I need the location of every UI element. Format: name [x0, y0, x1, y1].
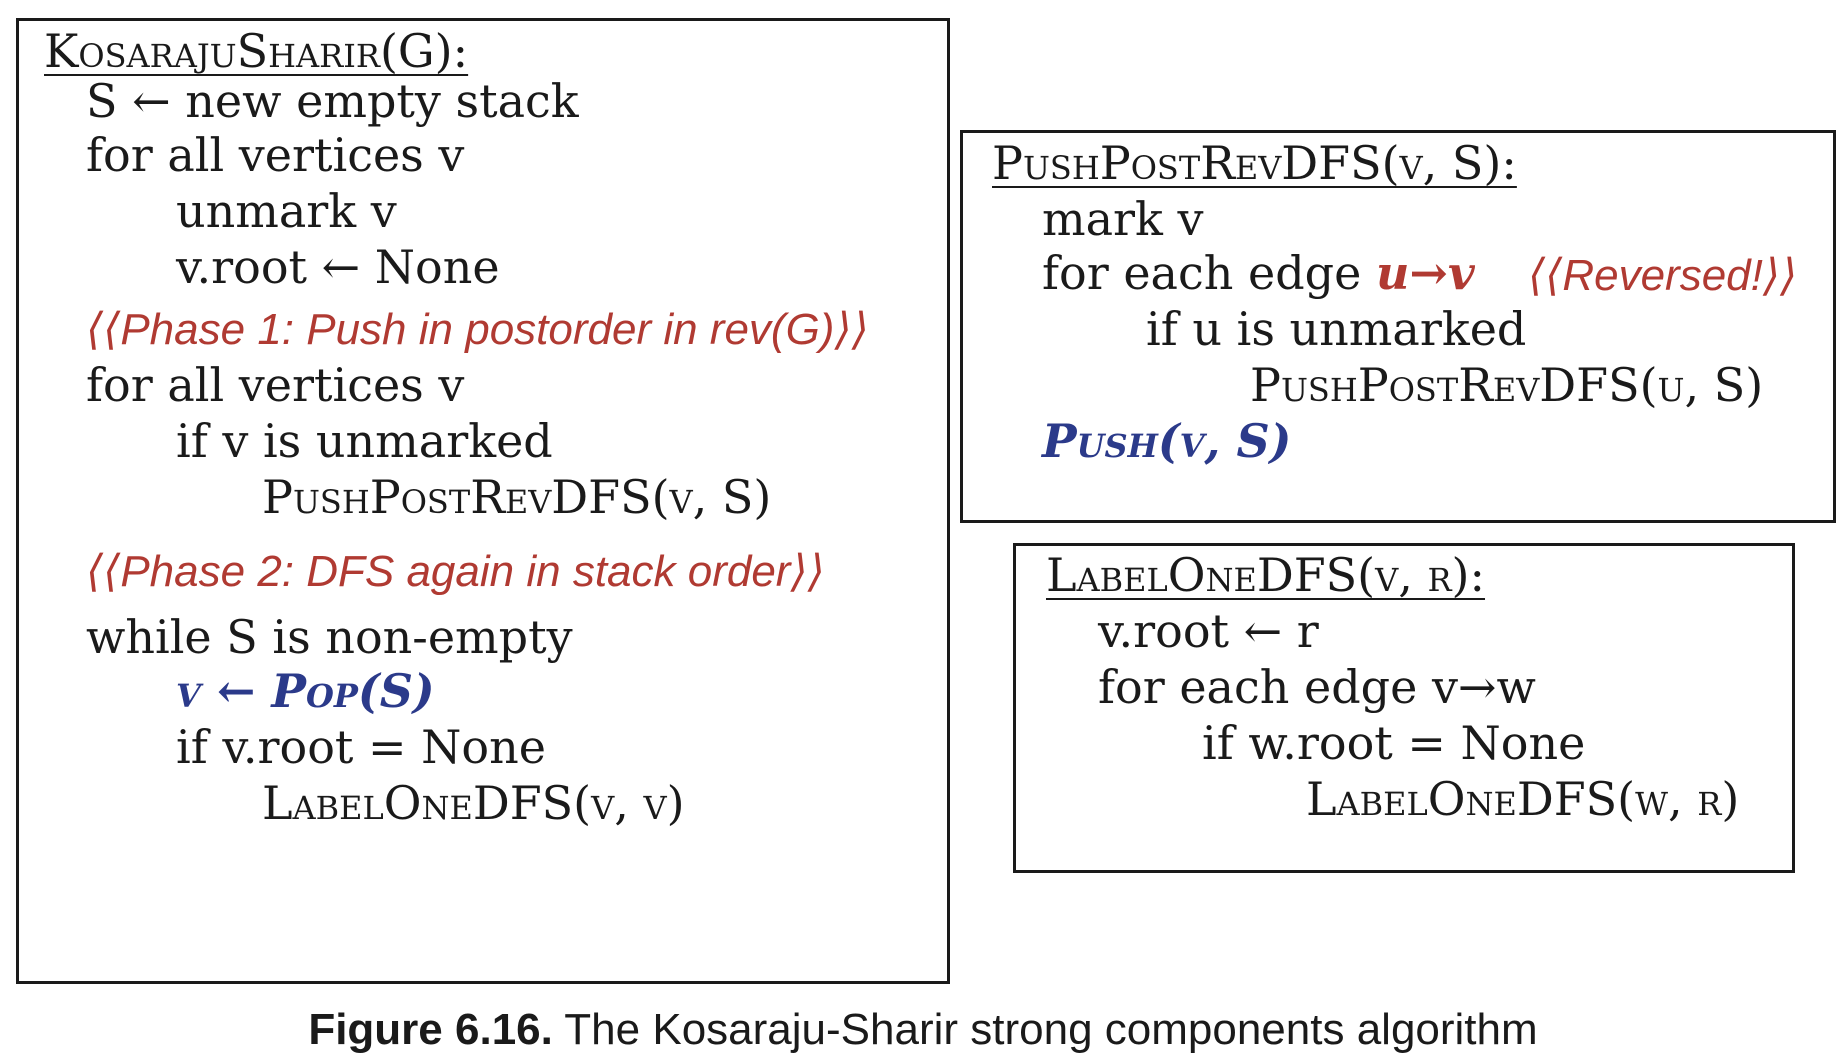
push-post-rev-dfs-header: PushPostRevDFS(v, S): [992, 136, 1517, 190]
code-line: for all vertices v [86, 128, 465, 182]
reversed-edge: u→v [1375, 246, 1475, 300]
kosaraju-sharir-box [16, 18, 950, 984]
code-line: for all vertices v [86, 358, 465, 412]
figure-caption: Figure 6.16. The Kosaraju-Sharir strong … [0, 1008, 1846, 1052]
code-line: mark v [1042, 192, 1204, 246]
caption-text: The Kosaraju-Sharir strong components al… [552, 1005, 1538, 1054]
code-line: for each edge u→v [1042, 250, 1475, 296]
kosaraju-sharir-header: KosarajuSharir(G): [44, 24, 469, 78]
push-post-rev-dfs-box [960, 130, 1836, 523]
code-line: v.root ← None [176, 240, 500, 294]
push-line: Push(v, S) [1042, 414, 1292, 468]
code-line: unmark v [176, 184, 397, 238]
code-line: if w.root = None [1202, 716, 1586, 770]
code-line: while S is non-empty [86, 610, 573, 664]
code-line: if v.root = None [176, 720, 546, 774]
code-line: PushPostRevDFS(u, S) [1250, 358, 1764, 412]
code-line: if u is unmarked [1146, 302, 1527, 356]
phase-1-comment: ⟨⟨Phase 1: Push in postorder in rev(G)⟩⟩ [86, 305, 869, 354]
label-one-dfs-header: LabelOneDFS(v, r): [1046, 548, 1486, 602]
code-text: for each edge [1042, 246, 1362, 300]
code-line: LabelOneDFS(v, v) [262, 776, 685, 830]
phase-2-comment: ⟨⟨Phase 2: DFS again in stack order⟩⟩ [86, 547, 825, 596]
figure-number: Figure 6.16. [308, 1005, 553, 1054]
code-line: S ← new empty stack [86, 74, 579, 128]
code-line: if v is unmarked [176, 414, 553, 468]
code-line: for each edge v→w [1098, 660, 1536, 714]
code-line: PushPostRevDFS(v, S) [262, 470, 772, 524]
label-one-dfs-box [1013, 543, 1795, 873]
reversed-comment: ⟨⟨Reversed!⟩⟩ [1528, 251, 1798, 300]
code-line: LabelOneDFS(w, r) [1306, 772, 1740, 826]
code-line: v.root ← r [1098, 604, 1319, 658]
pop-line: v ← Pop(S) [176, 664, 435, 718]
